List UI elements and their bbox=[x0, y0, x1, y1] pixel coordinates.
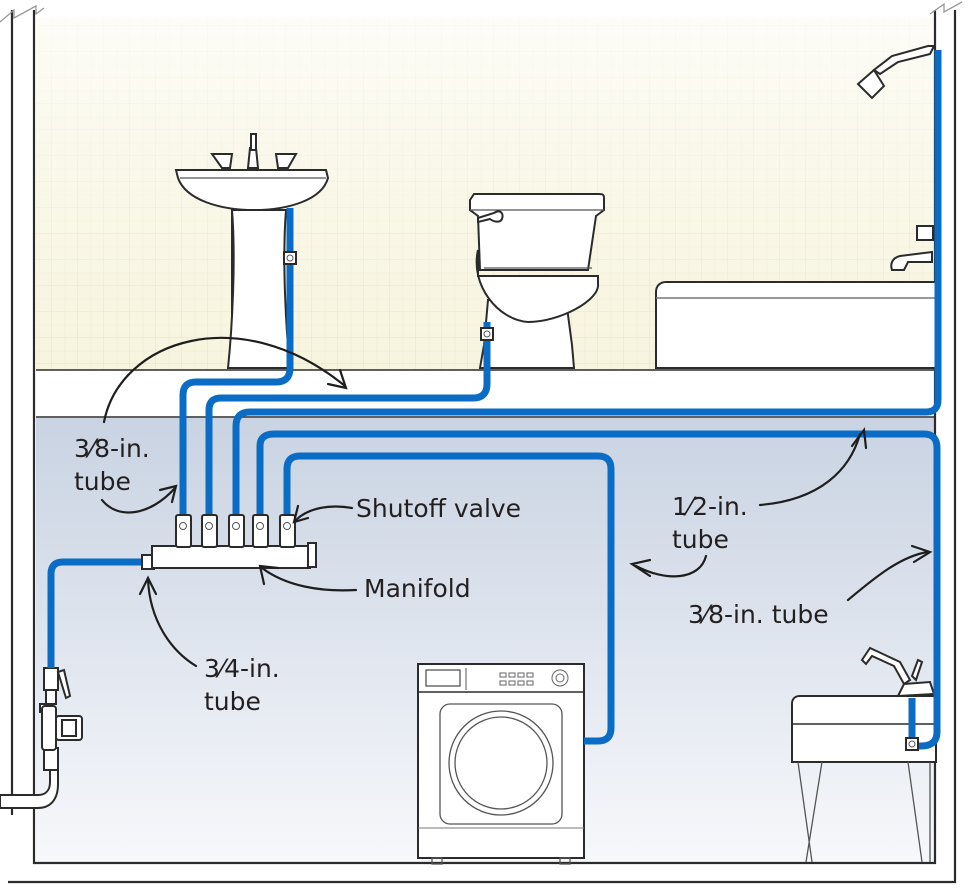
label-text: tube bbox=[204, 687, 261, 716]
bathtub bbox=[655, 281, 937, 369]
label-3-8-in-tube-right: 3⁄8-in. tube bbox=[688, 598, 829, 631]
tube-to-washer bbox=[283, 452, 615, 745]
label-3-4-in-tube: 3⁄4-in. tube bbox=[204, 652, 280, 718]
label-text: tube bbox=[672, 525, 729, 554]
label-3-8-in-tube-left: 3⁄8-in. tube bbox=[74, 432, 150, 498]
utility-sink bbox=[791, 646, 937, 863]
label-shutoff-valve: Shutoff valve bbox=[356, 494, 522, 523]
tube-to-shower bbox=[232, 50, 942, 515]
manifold bbox=[141, 514, 317, 570]
label-1-2-in-tube: 1⁄2-in. tube bbox=[672, 490, 748, 556]
label-text: tube bbox=[74, 467, 131, 496]
fixture-shutoff-valves bbox=[283, 251, 919, 751]
tub-faucet bbox=[890, 225, 934, 271]
shower-head bbox=[856, 45, 936, 100]
label-text: -in. bbox=[708, 492, 748, 521]
label-fraction: 3⁄8 bbox=[74, 434, 110, 463]
label-manifold: Manifold bbox=[364, 574, 471, 603]
label-fraction: 3⁄4 bbox=[204, 654, 240, 683]
label-fraction: 1⁄2 bbox=[672, 492, 708, 521]
water-meter-main-valve bbox=[0, 667, 83, 809]
pedestal-sink bbox=[174, 133, 330, 369]
pex-tubes bbox=[47, 50, 942, 750]
tube-to-utility-sink bbox=[256, 430, 941, 750]
washing-machine bbox=[417, 663, 585, 865]
tube-main-supply bbox=[47, 558, 142, 668]
label-text: -in. tube bbox=[724, 600, 829, 629]
tube-to-sink bbox=[179, 208, 294, 515]
manifold-valves bbox=[175, 514, 296, 548]
tube-to-toilet bbox=[205, 322, 491, 515]
toilet bbox=[469, 193, 605, 369]
label-text: -in. bbox=[110, 434, 150, 463]
label-text: -in. bbox=[240, 654, 280, 683]
label-fraction: 3⁄8 bbox=[688, 600, 724, 629]
callout-arrows bbox=[100, 336, 933, 668]
